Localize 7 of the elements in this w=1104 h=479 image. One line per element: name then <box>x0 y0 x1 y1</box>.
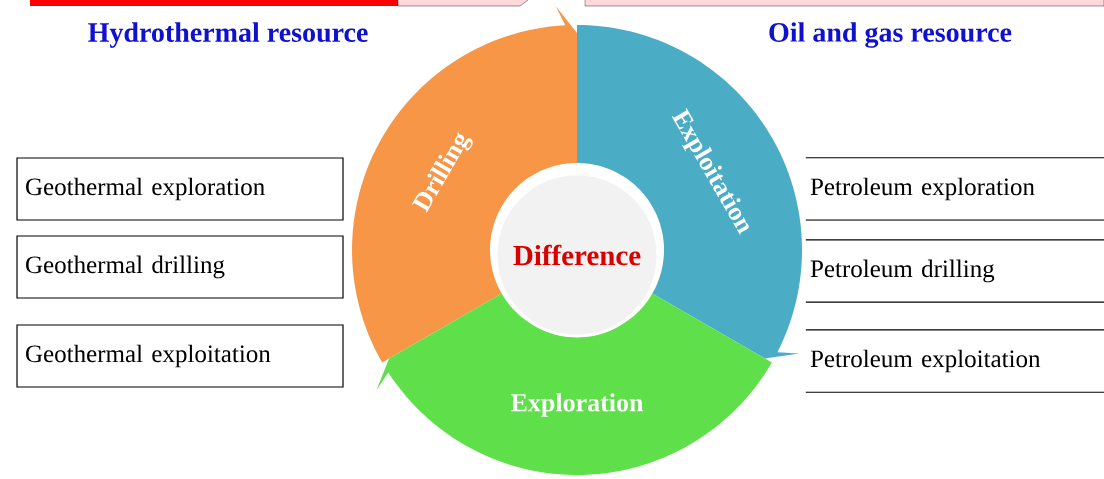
text-box: Petroleum exploitation <box>805 329 1104 393</box>
text-box: Petroleum exploration <box>805 157 1104 221</box>
text-box: Petroleum drilling <box>805 239 1104 303</box>
text-box: Geothermal drilling <box>16 235 344 299</box>
text-box: Geothermal exploration <box>16 157 344 221</box>
text-box: Geothermal exploitation <box>16 324 344 388</box>
cycle-arrow-segment: Exploration <box>376 293 772 475</box>
